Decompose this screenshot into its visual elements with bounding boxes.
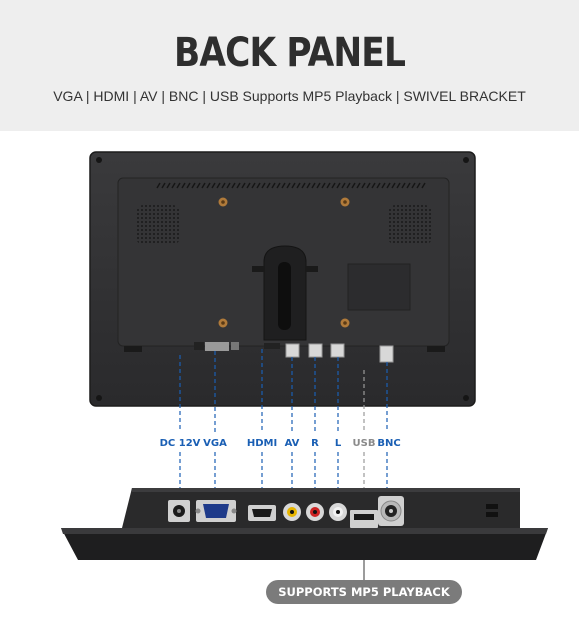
port-label-l: L: [334, 438, 342, 449]
port-label-vga: VGA: [203, 438, 227, 449]
label-plate: [347, 263, 411, 311]
vent-slots: [156, 182, 426, 189]
page-title: BACK PANEL: [173, 30, 406, 76]
speaker-grille-left: [136, 205, 180, 245]
port-label-hdmi: HDMI: [246, 438, 278, 449]
vesa-screws: [218, 197, 350, 328]
header-band: BACK PANEL VGA | HDMI | AV | BNC | USB S…: [0, 0, 579, 131]
port-label-usb: USB: [352, 438, 376, 449]
mp5-playback-badge: SUPPORTS MP5 PLAYBACK: [266, 580, 462, 604]
port-label-av: AV: [284, 438, 300, 449]
port-label-dc-12v: DC 12V: [159, 438, 201, 449]
port-label-bnc: BNC: [377, 438, 401, 449]
page-subtitle: VGA | HDMI | AV | BNC | USB Supports MP5…: [53, 88, 526, 104]
port-label-r: R: [311, 438, 319, 449]
monitor-side-view: [61, 488, 548, 560]
speaker-grille-right: [388, 205, 432, 245]
swivel-bracket: [252, 245, 318, 341]
monitor-back: [89, 151, 476, 407]
